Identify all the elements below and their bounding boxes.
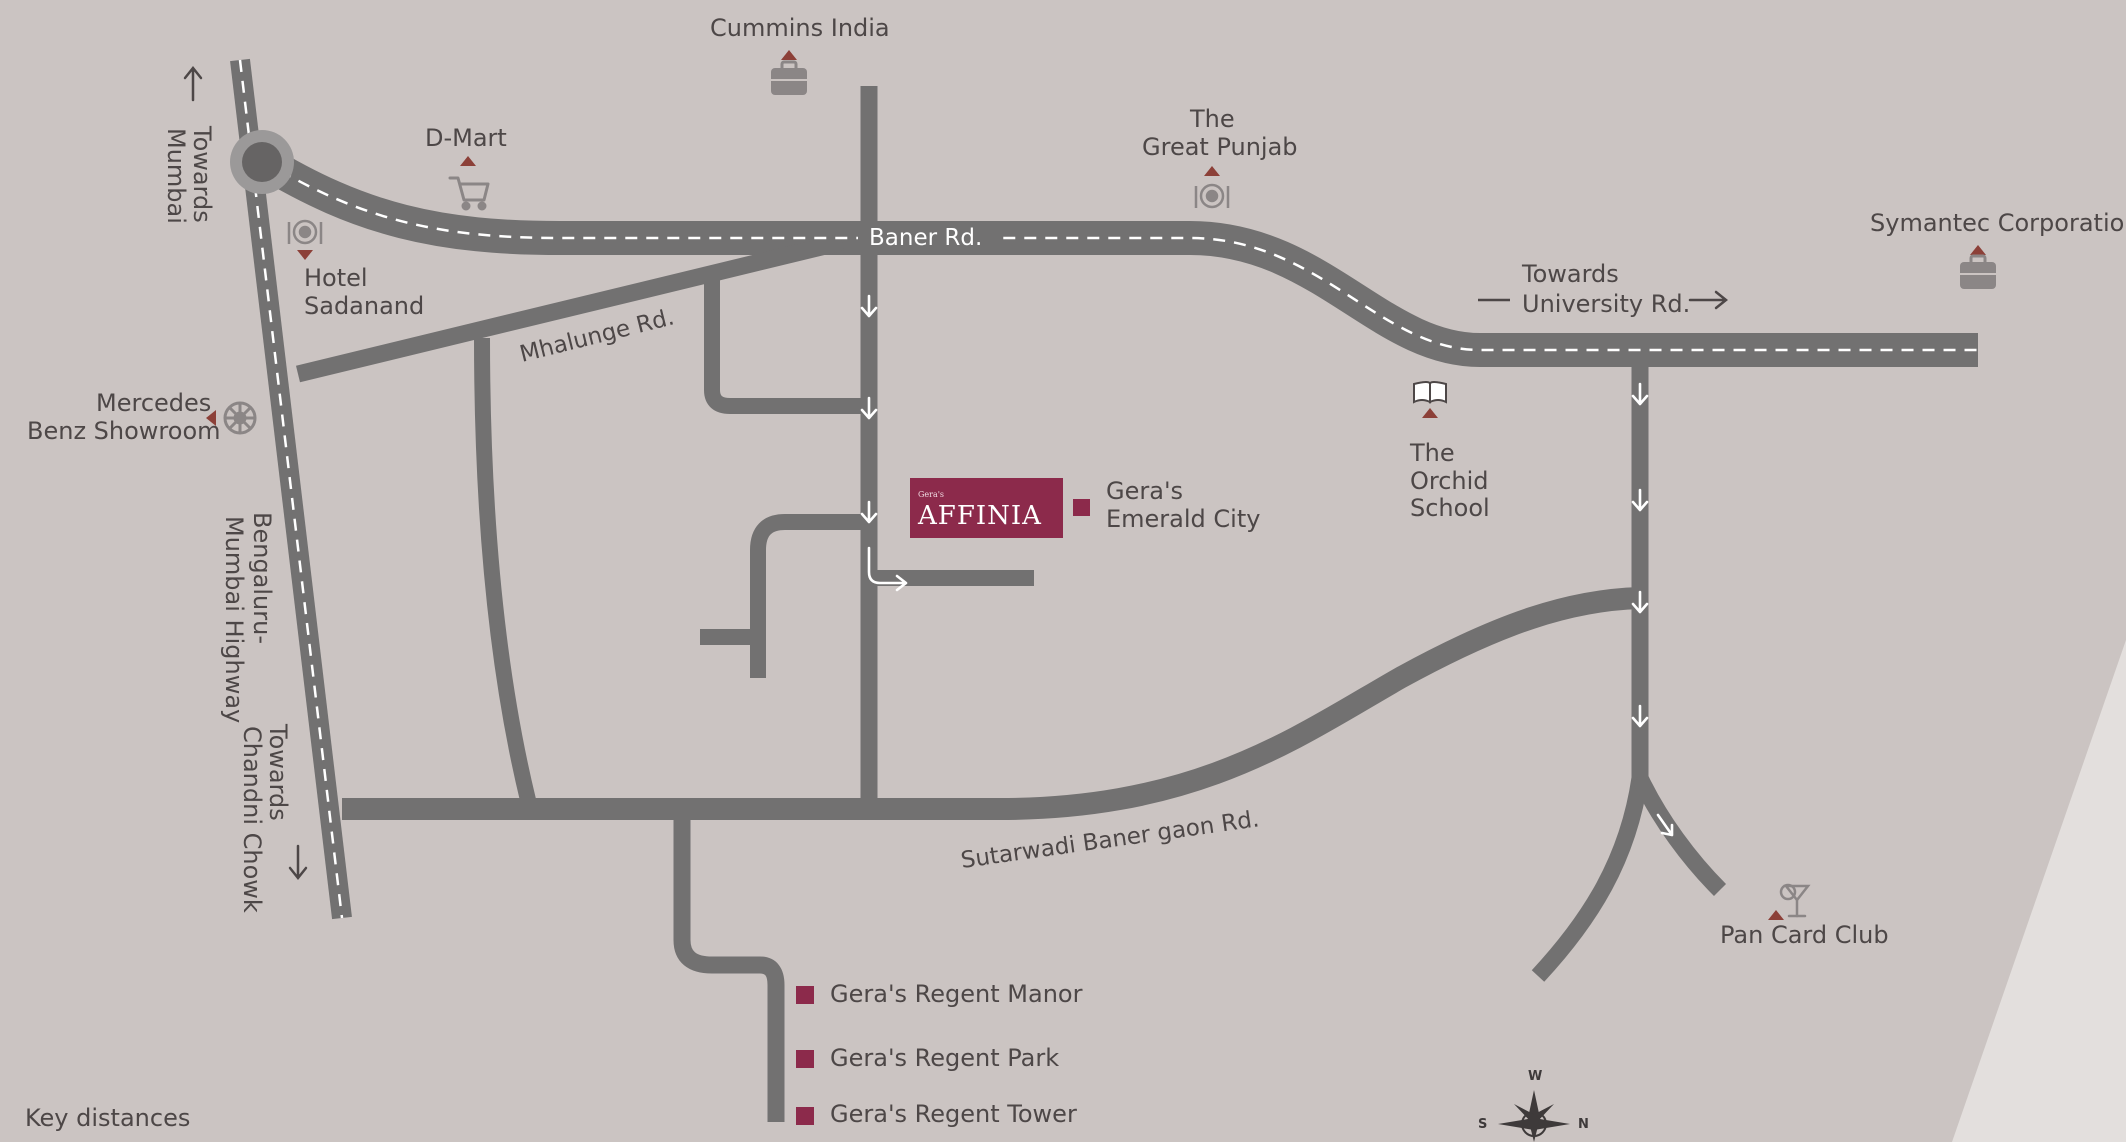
towards-chandni-line2: Chandni Chowk [238,726,266,913]
affinia-logo-box [910,478,1063,538]
orchid-label-line2: Orchid [1410,467,1489,495]
project-marker [796,1050,814,1068]
side-panel [1952,640,2126,1142]
marker-up-icon [1204,166,1220,176]
towards-chandni-line1: Towards [264,723,292,821]
mhalunge-road [295,233,845,383]
marker-up-icon [1970,245,1986,255]
western-connector-road [474,337,536,802]
dmart-label: D-Mart [425,124,507,152]
cocktail-glass-icon [1779,883,1811,918]
affinia-logo-small: Gera's [918,490,944,499]
key-distances-heading: Key distances [25,1104,190,1132]
great-punjab-label-line2: Great Punjab [1142,133,1298,161]
briefcase-icon [1960,254,1996,289]
symantec-label: Symantec Corporation [1870,209,2126,237]
fork-left-road [1531,776,1649,982]
book-icon [1413,381,1447,404]
compass-n: N [1578,1117,1589,1132]
compass-w: W [1528,1069,1542,1084]
orchid-label-line1: The [1409,439,1455,467]
marker-left-icon [206,410,216,426]
cummins-label: Cummins India [710,14,890,42]
mercedes-label-line2: Benz Showroom [27,417,221,445]
hotel-sadanand-label-line2: Sadanand [304,292,424,320]
towards-mumbai-line1: Towards [188,125,216,223]
project-marker [1073,499,1090,516]
regent-tower-label: Gera's Regent Tower [830,1100,1077,1128]
regent-park-label: Gera's Regent Park [830,1044,1059,1072]
highway-label-line2: Mumbai Highway [220,516,248,723]
great-punjab-label-line1: The [1189,105,1235,133]
project-marker [796,1107,814,1125]
mercedes-label-line1: Mercedes [96,389,211,417]
emerald-city-label-line1: Gera's [1106,477,1183,505]
shopping-cart-icon [448,176,490,211]
marker-up-icon [781,50,797,60]
pan-card-club-label: Pan Card Club [1720,921,1889,949]
towards-university-line2: University Rd. [1522,290,1690,318]
sutarwadi-road [342,587,1641,820]
restaurant-icon [287,219,323,245]
project-marker [796,986,814,1004]
restaurant-icon [1194,183,1230,209]
orchid-label-line3: School [1410,494,1490,522]
towards-university-line1: Towards [1521,260,1619,288]
marker-up-icon [460,156,476,166]
south-branch-road [673,809,785,1122]
compass-rose-icon: W S N [1478,1069,1589,1142]
marker-up-icon [1422,408,1438,418]
affinia-logo-text: AFFINIA [917,501,1042,531]
traffic-arrows [860,294,1674,837]
marker-up-icon [1768,910,1784,920]
arrow-down-icon [288,844,308,881]
side-lane-1 [704,280,868,414]
briefcase-icon [771,60,807,95]
side-lane-2 [750,514,869,678]
compass-s: S [1478,1117,1487,1132]
regent-manor-label: Gera's Regent Manor [830,980,1083,1008]
towards-mumbai-line2: Mumbai [162,128,190,224]
fork-right-road [1632,774,1727,897]
arrow-up-icon [183,65,203,102]
hotel-sadanand-label-line1: Hotel [304,264,368,292]
marker-down-icon [297,250,313,260]
emerald-city-label-line2: Emerald City [1106,505,1260,533]
road-network [230,58,1978,1122]
road-centerlines [238,59,1978,919]
arrow-right-icon [1688,290,1729,310]
baner-label-patch [858,222,998,254]
highway-label-line1: Bengaluru- [248,512,276,644]
baner-road-label: Baner Rd. [869,225,982,251]
wheel-icon [223,401,257,435]
